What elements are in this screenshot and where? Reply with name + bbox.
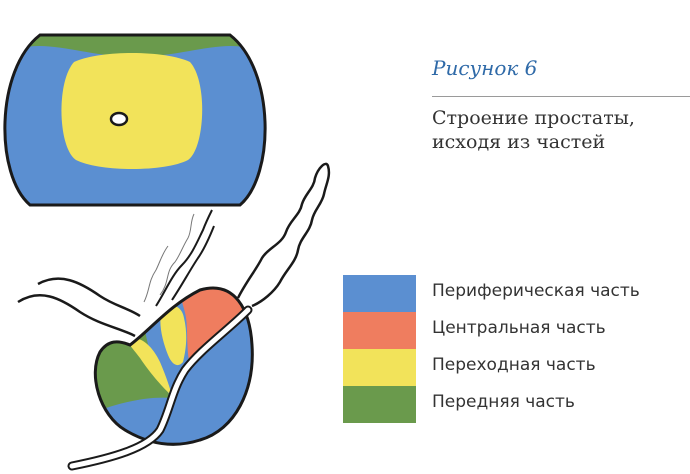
legend-swatch [343, 275, 416, 312]
cross-urethra [111, 113, 127, 125]
figure-subtitle-line: Строение простаты, [432, 106, 635, 130]
legend-label: Центральная часть [432, 318, 606, 338]
cross-section-view [5, 20, 265, 205]
figure-subtitle: Строение простаты, исходя из частей [432, 106, 635, 154]
bladder-wall [18, 295, 135, 336]
cross-transition-zone [61, 53, 202, 169]
figure-subtitle-line: исходя из частей [432, 130, 635, 154]
legend-swatch [343, 349, 416, 386]
legend-swatch [343, 312, 416, 349]
legend-swatch [343, 386, 416, 423]
legend-label: Периферическая часть [432, 281, 640, 301]
title-divider [432, 96, 690, 97]
legend-label: Переходная часть [432, 355, 596, 375]
sagittal-view [18, 164, 329, 466]
figure-title: Рисунок 6 [432, 56, 537, 80]
legend-label: Передняя часть [432, 392, 575, 412]
